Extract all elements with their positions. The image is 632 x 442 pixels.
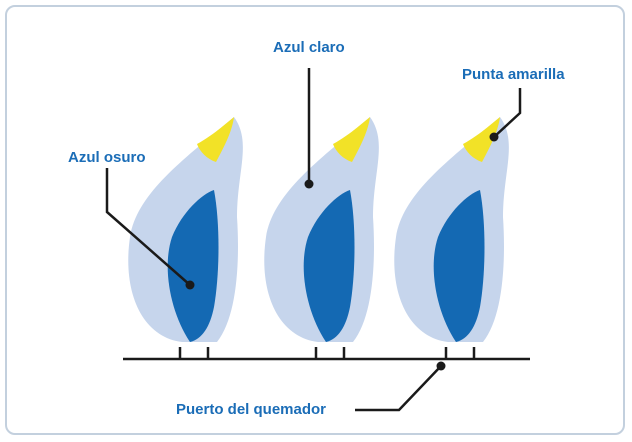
leader-yellow-tip: [489, 88, 522, 142]
label-burner-port: Puerto del quemador: [176, 401, 326, 418]
leader-light-blue: [304, 68, 314, 189]
label-light-blue: Azul claro: [273, 39, 345, 56]
label-dark-blue: Azul osuro: [68, 149, 146, 166]
leader-dark-blue: [105, 168, 195, 290]
leader-burner-port: [355, 361, 446, 412]
flame-middle: [263, 115, 381, 362]
label-yellow-tip: Punta amarilla: [462, 66, 565, 83]
flame-right: [393, 115, 511, 362]
